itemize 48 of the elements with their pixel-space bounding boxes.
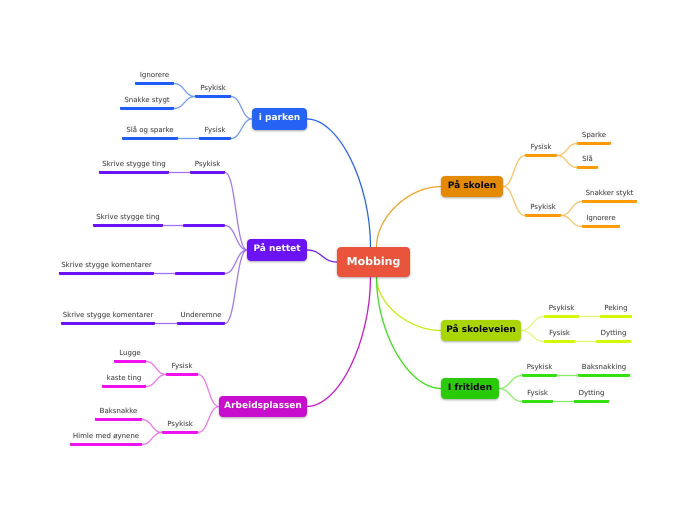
main-topic: På nettet [247, 239, 307, 261]
branch-line [376, 276, 442, 332]
main-topic: På skoleveien [441, 320, 521, 341]
branch-line [376, 276, 442, 390]
branch-line [155, 322, 177, 324]
branch-line [230, 118, 252, 140]
branch-line [560, 200, 582, 216]
branch-line [146, 374, 166, 388]
branch-line [560, 214, 582, 228]
branch-line [520, 316, 544, 332]
branch-line [224, 172, 248, 251]
branch-line [146, 360, 166, 376]
branch-line [306, 118, 372, 248]
branch-line [198, 406, 220, 434]
branch-line [142, 432, 162, 446]
branch-line [579, 316, 600, 318]
branch-line [174, 96, 196, 110]
main-topic: Arbeidsplassen [219, 396, 307, 417]
branch-line [230, 96, 252, 120]
branch-line [556, 154, 578, 168]
branch-line [306, 276, 372, 408]
branch-line [520, 330, 544, 342]
branch-line [163, 224, 183, 226]
branch-line [498, 374, 522, 390]
branch-line [174, 82, 196, 98]
branch-line [154, 272, 175, 274]
branch-line [553, 400, 574, 402]
branch-line [502, 154, 526, 188]
branch-line [142, 418, 162, 434]
branch-line [556, 142, 578, 156]
central-topic: Mobbing [337, 247, 410, 277]
branch-line [575, 340, 596, 342]
branch-line [306, 249, 338, 263]
branch-line [224, 224, 248, 251]
branch-line [224, 249, 248, 324]
main-topic: I fritiden [441, 378, 499, 399]
branch-line [376, 186, 442, 248]
branch-line [169, 172, 190, 174]
branch-line [178, 138, 199, 140]
branch-line [224, 249, 248, 274]
branch-line [198, 374, 220, 408]
branch-line [502, 186, 526, 216]
topic-bar [175, 272, 225, 275]
branch-line [498, 388, 522, 402]
topic-bar [183, 224, 225, 227]
main-topic: På skolen [441, 176, 503, 197]
main-topic: i parken [252, 108, 307, 130]
branch-line [557, 374, 578, 376]
